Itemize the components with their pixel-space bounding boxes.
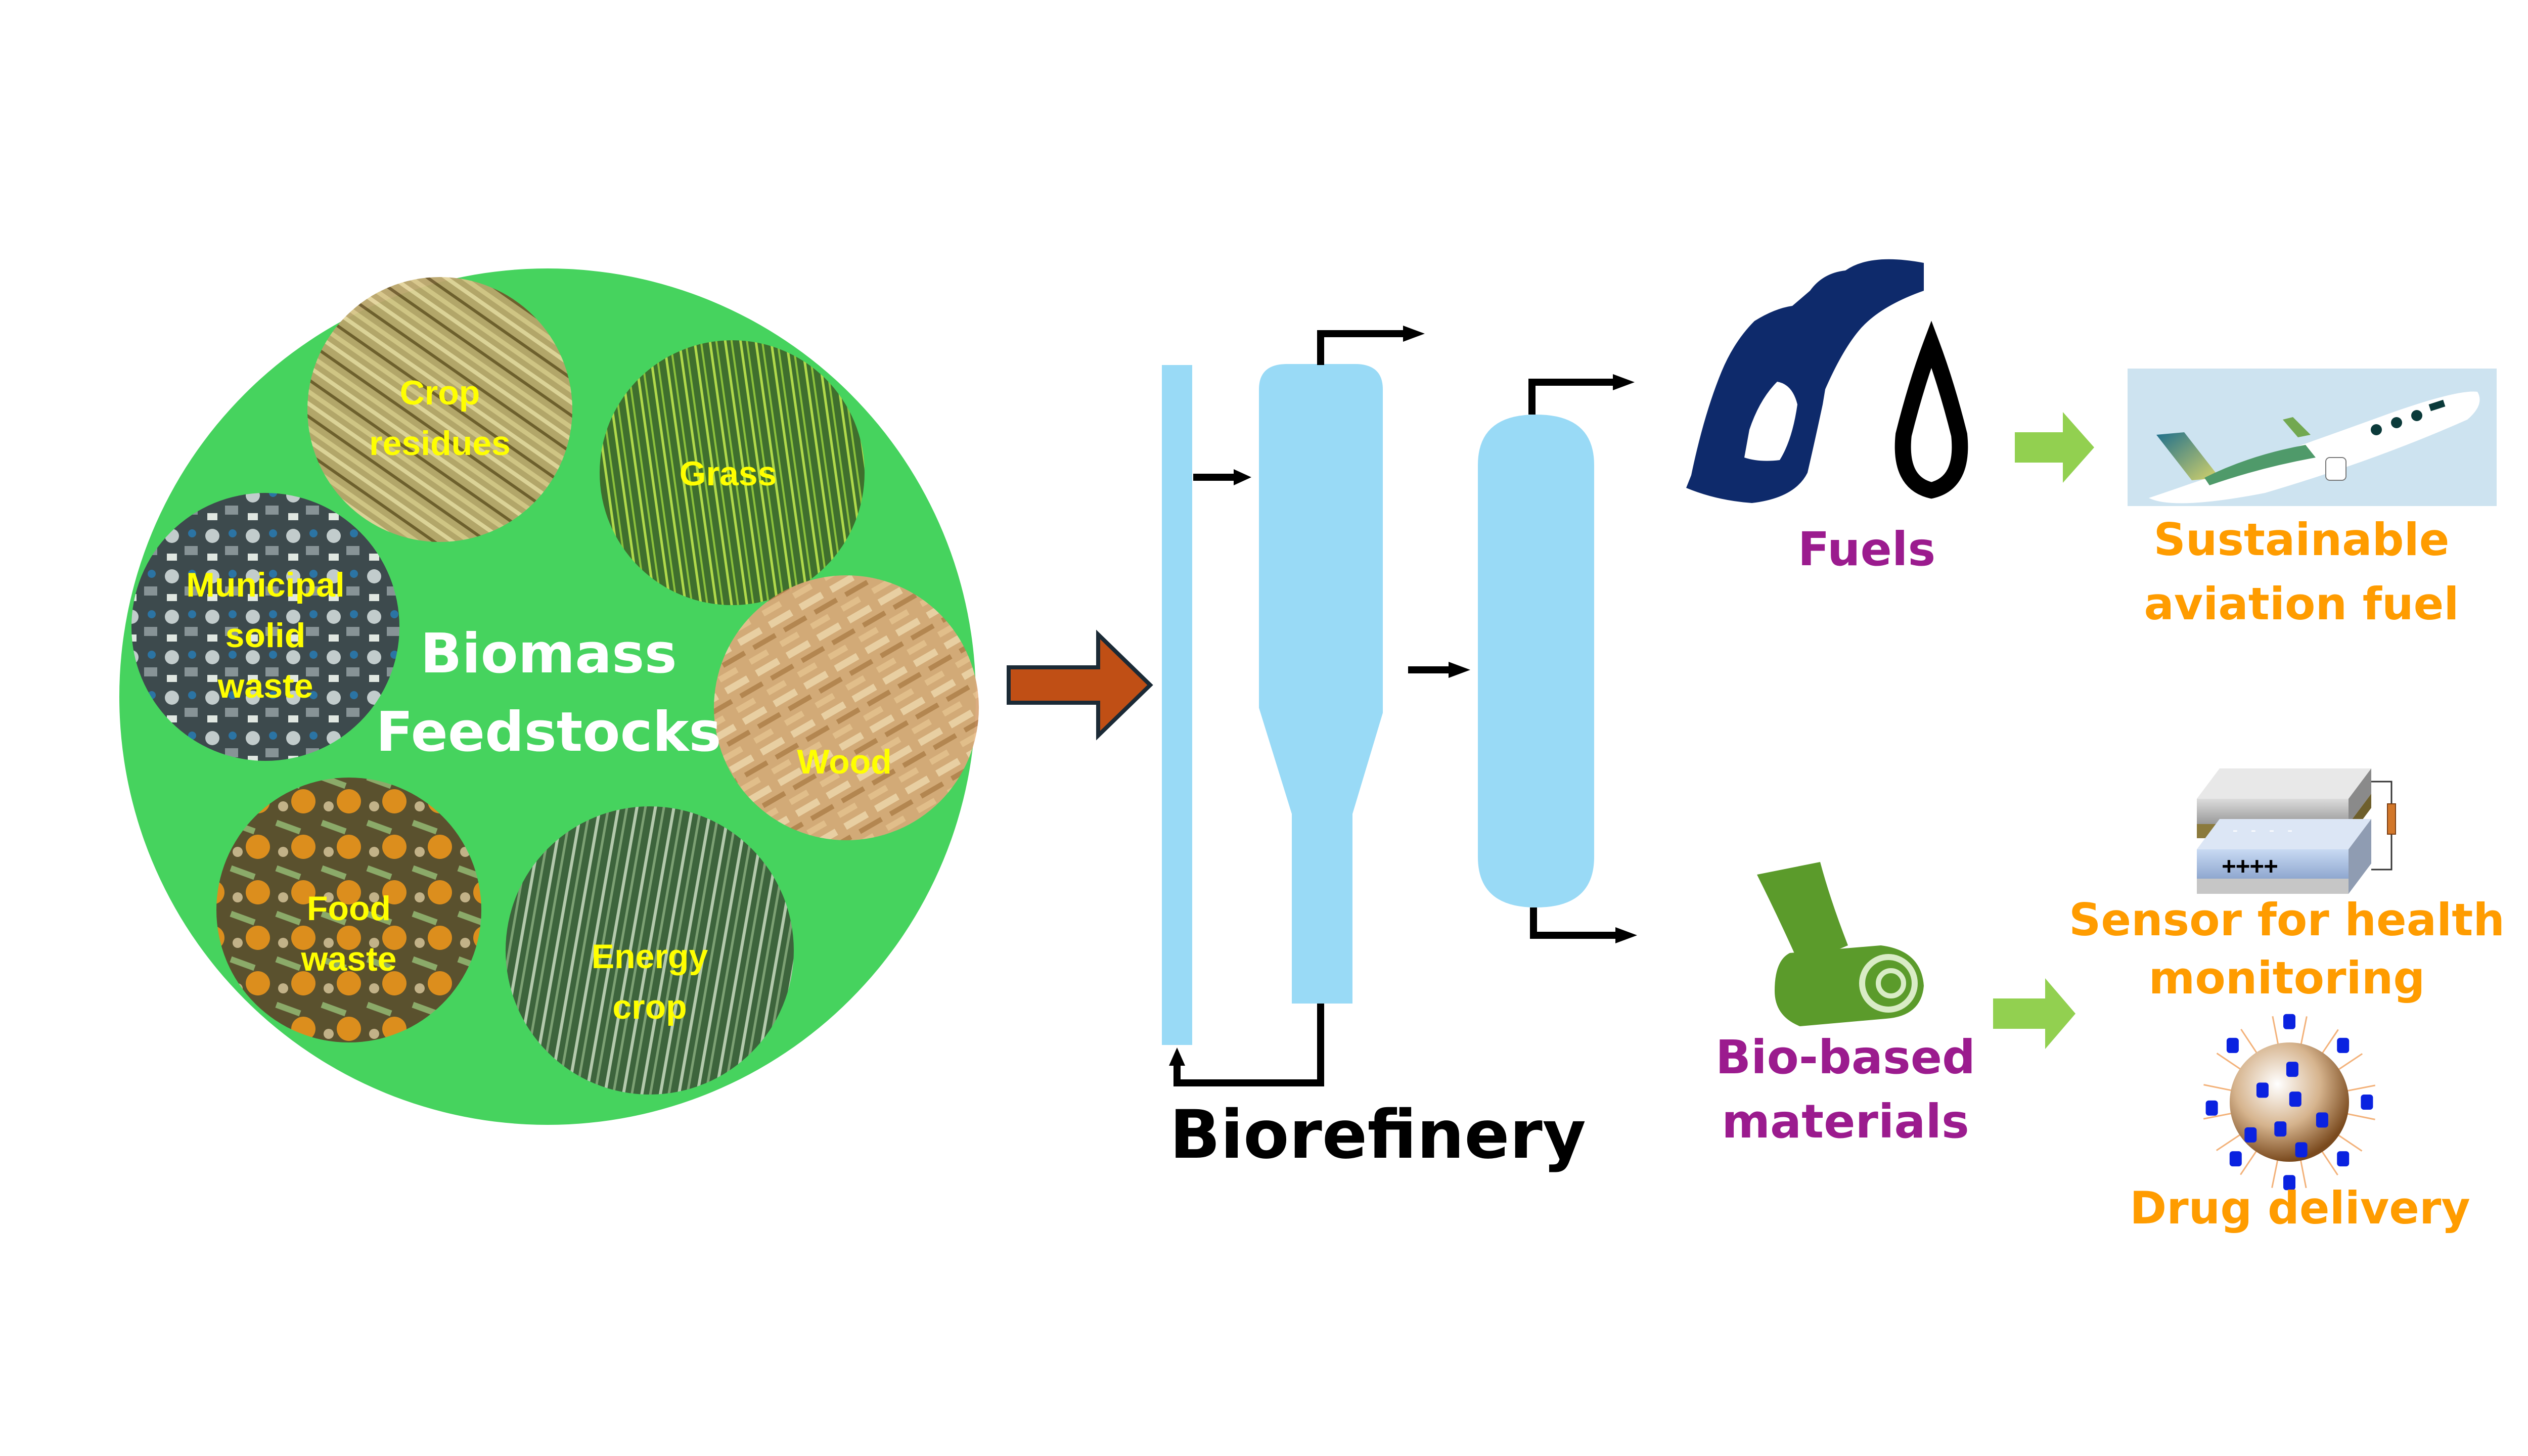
- materials-to-applications-arrow: [1993, 978, 2075, 1049]
- airplane-panel: [2128, 369, 2497, 506]
- vessel-top-outlet-arrow: [1528, 374, 1635, 415]
- fuel-nozzle-icon: [1686, 259, 1924, 503]
- ligand-strand: [2299, 1155, 2307, 1189]
- ligand-strand: [2203, 1084, 2236, 1093]
- ligand-strand: [2342, 1112, 2375, 1120]
- vessel-bottom-outlet-arrow: [1530, 907, 1637, 943]
- feedstock-energy-crop: Energy crop: [506, 806, 794, 1095]
- sensor-label: Sensor for health: [2069, 894, 2505, 946]
- feedstock-label: Grass: [680, 454, 777, 493]
- rolled-sheet-icon: [1757, 862, 1924, 1026]
- drug-molecule: [2244, 1127, 2257, 1143]
- feedstock-title: Biomass: [420, 622, 677, 686]
- materials-label: Bio-based: [1716, 1030, 1975, 1084]
- waste-photo: [131, 493, 399, 761]
- feedstock-label: residues: [369, 424, 511, 463]
- drug-molecule: [2256, 1082, 2269, 1098]
- feed-arrow: [1007, 629, 1153, 741]
- fuels-to-saf-arrow: [2015, 412, 2094, 483]
- fuel-drop-icon: [1894, 321, 1968, 499]
- drug-molecule: [2283, 1175, 2295, 1191]
- drug-molecule: [2283, 1014, 2295, 1029]
- riser-column: [1162, 365, 1192, 1045]
- ligand-strand: [2203, 1112, 2236, 1120]
- materials-label: materials: [1722, 1095, 1969, 1149]
- feedstock-grass: Grass: [600, 340, 865, 605]
- feedstock-label: solid: [225, 616, 306, 655]
- grass-photo: [600, 340, 865, 605]
- drug-molecule: [2226, 1037, 2239, 1053]
- saf-label: aviation fuel: [2144, 578, 2459, 630]
- positive-charges: ++++: [2222, 852, 2278, 879]
- feedstock-label: waste: [301, 940, 397, 978]
- biorefinery-label: Biorefinery: [1169, 1096, 1586, 1174]
- drug-group: Drug delivery: [2130, 1014, 2470, 1234]
- drug-molecule: [2361, 1095, 2373, 1110]
- ligand-strand: [2272, 1016, 2280, 1049]
- drug-molecule: [2337, 1151, 2350, 1167]
- energy-crop-photo: [506, 806, 794, 1095]
- feedstock-group: Crop residues Grass Municipal solid wast…: [119, 268, 979, 1125]
- ligand-strand: [2299, 1016, 2308, 1049]
- ligand-strand: [2216, 1053, 2245, 1072]
- drug-molecule: [2295, 1142, 2308, 1158]
- saf-group: Sustainable aviation fuel: [2128, 369, 2497, 630]
- feedstock-label: waste: [217, 667, 313, 705]
- feedstock-title: Feedstocks: [376, 701, 721, 764]
- ligand-strand: [2342, 1084, 2376, 1093]
- sensor-group: - - - - ++++ Sensor for health monitorin…: [2069, 768, 2505, 1004]
- feedstock-food-waste: Food waste: [216, 778, 481, 1042]
- feedstock-municipal-solid-waste: Municipal solid waste: [131, 493, 399, 761]
- drug-molecule: [2274, 1121, 2287, 1137]
- materials-group: Bio-based materials: [1716, 862, 1975, 1149]
- nanoparticle-icon: [2203, 1014, 2376, 1191]
- ligand-strand: [2240, 1028, 2260, 1057]
- ligand-strand: [2319, 1147, 2338, 1176]
- feedstock-label: Municipal: [186, 566, 345, 604]
- feedstock-label: Crop: [400, 374, 480, 412]
- ligand-strand: [2271, 1155, 2280, 1188]
- feedstock-label: Food: [307, 889, 391, 928]
- drug-molecule: [2286, 1062, 2298, 1077]
- wood-chips-photo: [714, 575, 979, 840]
- drug-molecule: [2316, 1112, 2328, 1128]
- ligand-strand: [2334, 1132, 2363, 1152]
- fuels-group: Fuels: [1686, 259, 1968, 576]
- drug-molecule: [2205, 1100, 2218, 1116]
- reactor-to-vessel-arrow: [1408, 662, 1470, 678]
- feedstock-crop-residues: Crop residues: [307, 277, 572, 542]
- riser-to-reactor-arrow: [1193, 469, 1251, 485]
- reactor: [1259, 364, 1383, 1004]
- drug-molecule: [2337, 1037, 2350, 1053]
- feedstock-label: crop: [612, 988, 687, 1026]
- saf-label: Sustainable: [2154, 514, 2450, 566]
- ligand-strand: [2216, 1131, 2244, 1151]
- feedstock-label: Energy: [592, 937, 708, 976]
- recycle-loop-arrow: [1169, 1004, 1324, 1086]
- separator-vessel: [1478, 415, 1594, 907]
- triboelectric-sensor-icon: - - - - ++++: [2197, 768, 2396, 894]
- negative-charges: - - - -: [2231, 822, 2294, 839]
- feedstock-wood: Wood: [714, 575, 979, 840]
- biorefinery-group: Biorefinery: [1162, 326, 1637, 1174]
- ligand-strand: [2240, 1147, 2260, 1175]
- food-waste-photo: [216, 778, 481, 1042]
- drug-delivery-label: Drug delivery: [2130, 1182, 2470, 1234]
- ligand-strand: [2334, 1053, 2363, 1073]
- fuels-label: Fuels: [1798, 522, 1935, 576]
- airplane-icon: [2149, 391, 2480, 504]
- feedstock-label: Wood: [797, 743, 892, 781]
- straw-photo: [307, 277, 572, 542]
- sensor-label: monitoring: [2149, 952, 2425, 1004]
- drug-molecule: [2289, 1091, 2301, 1107]
- drug-molecule: [2229, 1151, 2242, 1167]
- ligand-strand: [2319, 1029, 2339, 1058]
- reactor-top-outlet-arrow: [1317, 326, 1425, 365]
